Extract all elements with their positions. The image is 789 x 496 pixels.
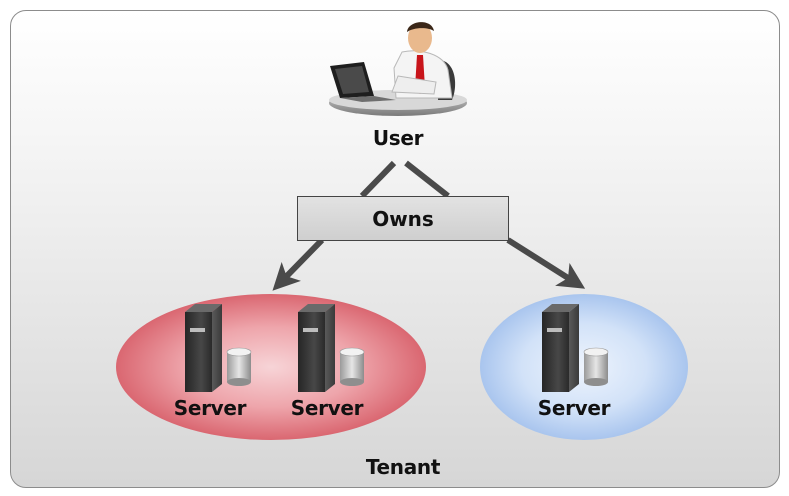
server-label: Server: [537, 396, 611, 420]
user-icon: [329, 22, 467, 116]
relation-box: Owns: [297, 196, 509, 241]
server-icon: [542, 304, 609, 392]
ownership-arrows: [272, 160, 586, 291]
relation-label: Owns: [372, 206, 434, 231]
tenant-label: Tenant: [365, 455, 441, 479]
server-icon: [185, 304, 252, 392]
tenant-server-group: [116, 294, 426, 440]
arrow-to-other-group: [506, 237, 586, 289]
server-label: Server: [173, 396, 247, 420]
arrow-to-tenant-group: [272, 237, 325, 291]
user-label: User: [372, 126, 424, 150]
arrow-user-to-relation-left: [359, 160, 397, 199]
arrow-user-to-relation-right: [404, 160, 450, 199]
server-icon: [298, 304, 365, 392]
server-label: Server: [290, 396, 364, 420]
